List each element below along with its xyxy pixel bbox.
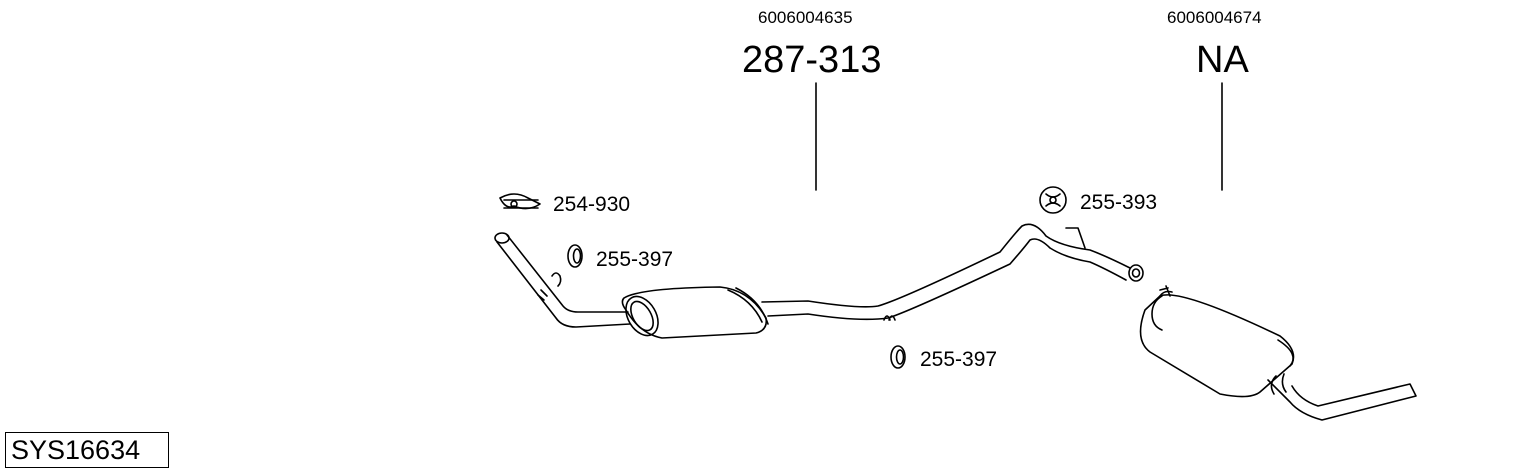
part-number-front[interactable]: 287-313 bbox=[742, 39, 882, 81]
system-code-box: SYS16634 bbox=[5, 432, 169, 468]
article-number-front: 6006004635 bbox=[758, 8, 853, 27]
front-muffler bbox=[621, 286, 769, 339]
accessory-label-ring-1[interactable]: 255-397 bbox=[596, 248, 674, 271]
front-pipe bbox=[494, 232, 631, 328]
ring-icon-2 bbox=[890, 345, 906, 369]
article-number-rear: 6006004674 bbox=[1167, 8, 1262, 27]
ring-icon-1 bbox=[567, 244, 583, 268]
accessory-label-ring-2[interactable]: 255-397 bbox=[920, 348, 998, 371]
rear-muffler bbox=[1139, 285, 1417, 421]
clamp-icon bbox=[499, 193, 541, 210]
rubber-hanger-icon bbox=[1039, 186, 1067, 214]
accessory-label-clamp[interactable]: 254-930 bbox=[553, 193, 631, 216]
part-number-rear[interactable]: NA bbox=[1196, 39, 1249, 81]
middle-pipe bbox=[761, 223, 1144, 321]
accessory-label-hanger[interactable]: 255-393 bbox=[1080, 191, 1158, 214]
